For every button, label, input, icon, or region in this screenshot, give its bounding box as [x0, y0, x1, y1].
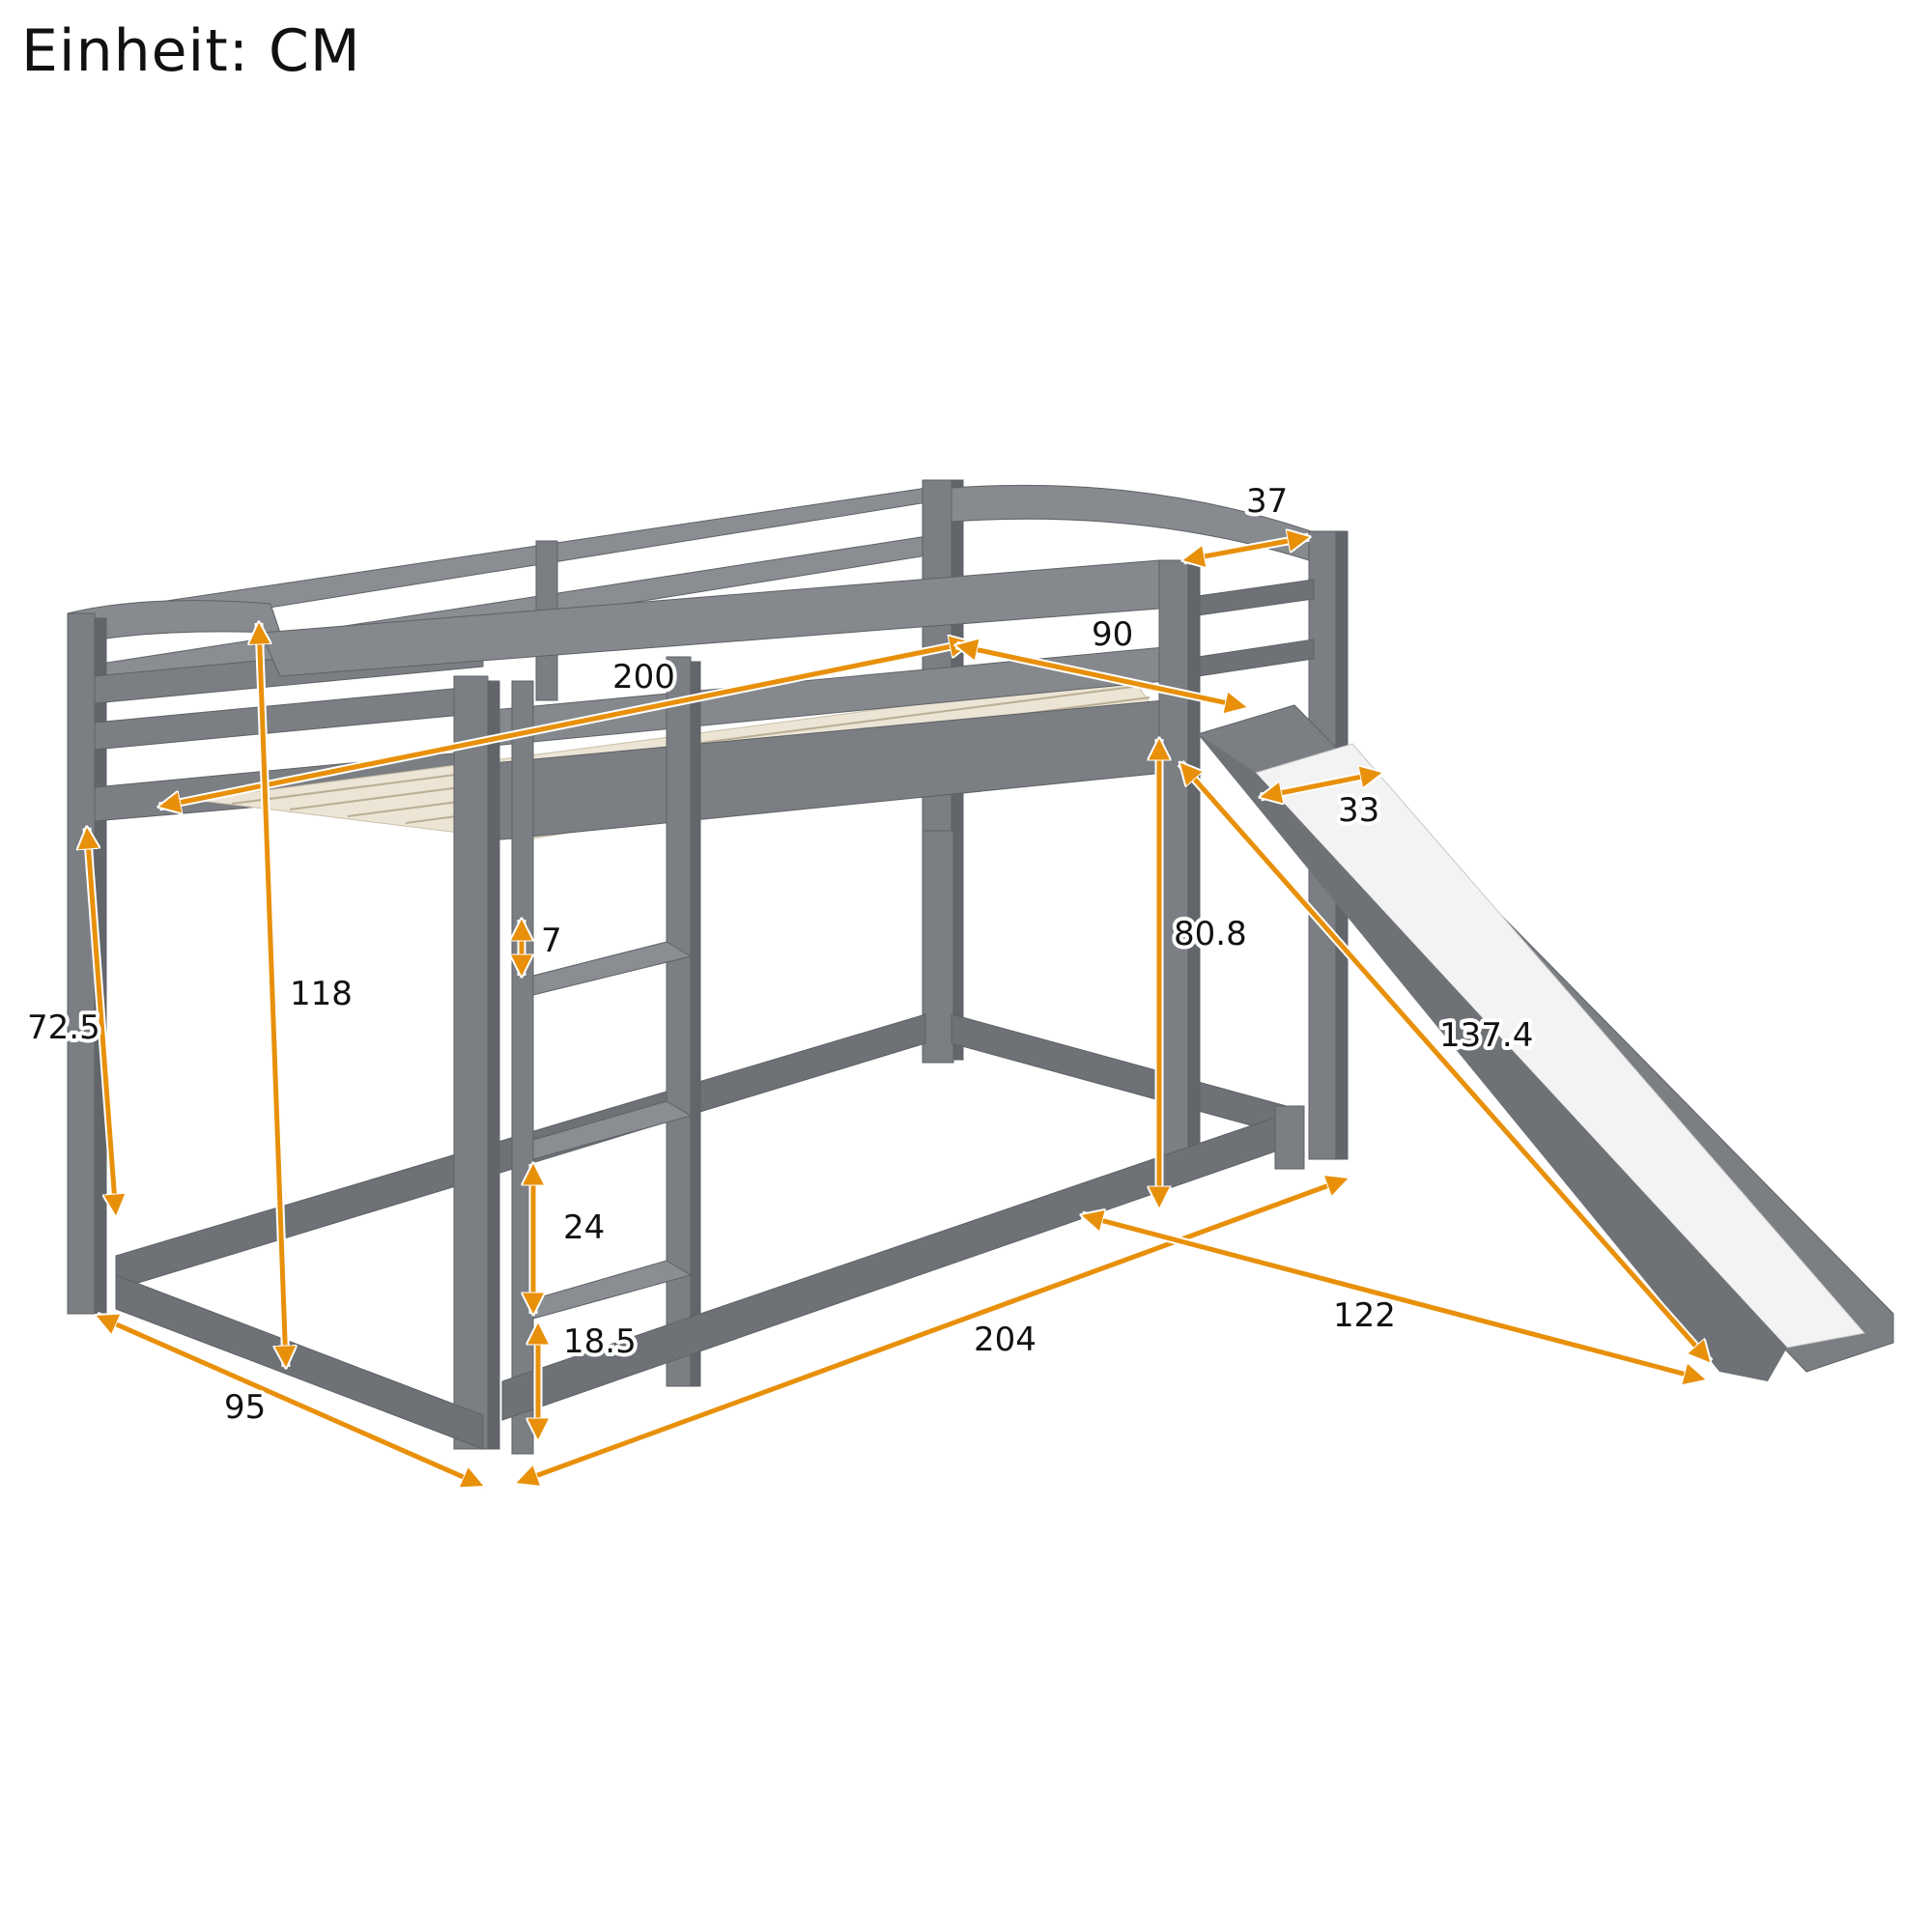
- dimension-label: 90: [1092, 615, 1133, 654]
- dimension-label: 80.8: [1174, 915, 1247, 953]
- dimension-arrow: [1183, 537, 1309, 560]
- dimension-label: 122: [1333, 1296, 1396, 1335]
- dimension-bed-width: 90: [956, 611, 1246, 707]
- dimension-arrow: [517, 1179, 1348, 1483]
- dimension-arrow: [87, 828, 116, 1215]
- dimension-headboard-width: 37: [1183, 478, 1309, 560]
- dimension-arrow: [956, 645, 1246, 707]
- dimension-floor-clearance: 72.5: [23, 828, 116, 1215]
- dimension-label: 24: [563, 1208, 605, 1247]
- unit-title: Einheit: CM: [21, 17, 361, 85]
- dimension-label: 7: [541, 922, 562, 960]
- dimension-label: 200: [612, 658, 675, 696]
- dimension-ladder-top-gap: 7: [522, 920, 566, 976]
- dimension-label: 204: [974, 1321, 1037, 1359]
- dimension-label: 118: [290, 975, 353, 1013]
- dimension-arrow: [259, 623, 286, 1367]
- dimension-arrow: [97, 1316, 483, 1486]
- slide: [1197, 704, 1894, 1381]
- dimension-label: 18.5: [563, 1322, 637, 1361]
- dimension-arrow: [1082, 1215, 1705, 1379]
- dimension-label: 137.4: [1439, 1016, 1533, 1055]
- dimension-slide-reach: 122: [1082, 1215, 1705, 1379]
- dimension-total-depth: 95: [97, 1311, 483, 1491]
- dimension-total-length: 204: [517, 1179, 1348, 1483]
- dimension-label: 72.5: [27, 1009, 100, 1047]
- dimension-annotations: 200 90 37 33 118 72.5 7 24 18.5 80.8 137.4 204 95 122: [23, 478, 1714, 1491]
- dimension-label: 37: [1246, 482, 1288, 521]
- dimension-label: 95: [224, 1388, 266, 1427]
- dimension-label: 33: [1338, 791, 1379, 830]
- dimension-total-height: 118: [259, 623, 356, 1367]
